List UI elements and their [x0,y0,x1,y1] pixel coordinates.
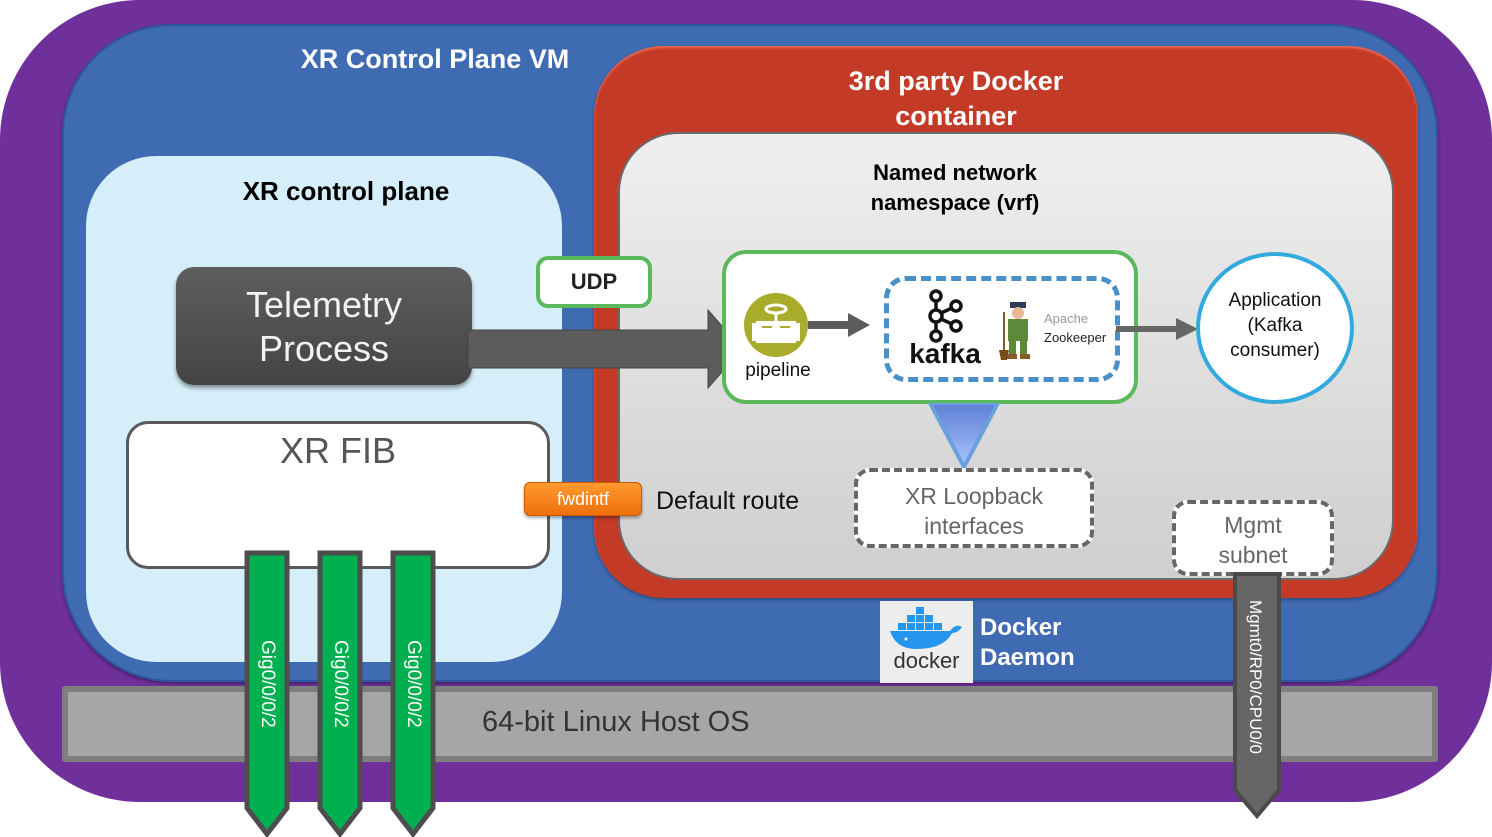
interface-label: Gig0/0/0/2 [403,640,424,728]
xr-loopback-interfaces: XR Loopback interfaces [854,468,1094,548]
zookeeper-label: Zookeeper [1044,330,1107,345]
pipeline-label: pipeline [745,360,811,381]
interface-port-gig-2[interactable] [317,550,363,837]
interface-label: Gig0/0/0/2 [257,640,278,728]
mgmt-line1: Mgmt [1224,512,1282,538]
kafka-icon [928,289,963,343]
mgmt-subnet: Mgmt subnet [1172,500,1334,576]
default-route-label: Default route [656,487,800,515]
app-line2: (Kafka [1247,315,1303,336]
control-plane-title: XR control plane [242,176,450,206]
namespace-title-line1: Named network [873,160,1037,185]
docker-whale-icon [890,607,962,649]
loopback-line1: XR Loopback [904,483,1044,509]
daemon-line2: Daemon [980,644,1075,671]
interface-port-gig-3[interactable] [390,550,436,837]
docker-logo-text: docker [893,648,960,673]
docker-daemon-label: Docker Daemon [980,613,1075,673]
mgmt-interface-label: Mgmt0/RP0/CPU0/0 [1246,600,1265,754]
telemetry-line2: Process [258,328,390,369]
namespace-title-line2: namespace (vrf) [870,190,1040,215]
telemetry-process-box: Telemetry Process [176,267,472,385]
daemon-line1: Docker [980,614,1062,641]
loopback-line2: interfaces [924,513,1024,539]
application-kafka-consumer: Application (Kafka consumer) [1196,252,1354,404]
mgmt-interface-port[interactable] [1232,572,1282,822]
vm-title: XR Control Plane VM [300,44,570,74]
udp-label: UDP [536,256,652,308]
docker-title-line1: 3rd party Docker [848,66,1064,96]
zookeeper-icon [999,302,1030,360]
fib-title: XR FIB [279,430,396,471]
docker-logo [880,601,973,683]
app-line3: consumer) [1230,340,1320,361]
mgmt-line2: subnet [1218,542,1288,568]
loopback-connector-funnel [927,403,1001,469]
fwdintf-badge: fwdintf [524,482,642,516]
interface-port-gig-1[interactable] [244,550,290,837]
interface-label: Gig0/0/0/2 [330,640,351,728]
host-os-label: 64-bit Linux Host OS [482,706,750,738]
app-line1: Application [1228,290,1322,311]
telemetry-line1: Telemetry [245,284,403,325]
telemetry-to-pipeline-arrow [467,308,743,390]
namespace-title: Named network namespace (vrf) [800,158,1110,218]
kafka-label: kafka [909,338,981,369]
pipeline-icon [744,293,808,357]
kafka-to-app-arrow [1116,318,1198,340]
zookeeper-apache-label: Apache [1044,311,1089,326]
docker-title-line2: container [895,101,1017,131]
linux-host-os-bar [62,686,1438,762]
docker-container-title: 3rd party Docker container [800,64,1112,134]
pipeline-to-kafka-arrow [808,313,870,337]
